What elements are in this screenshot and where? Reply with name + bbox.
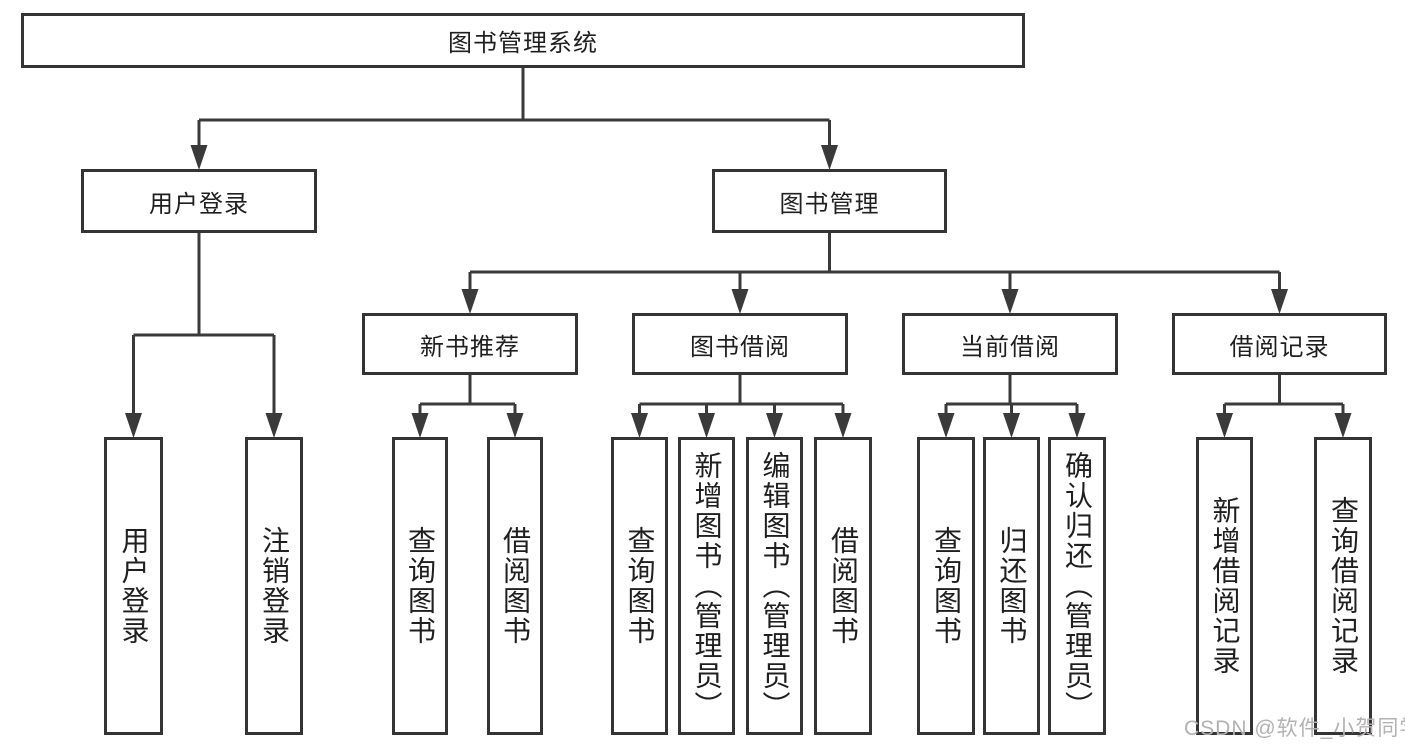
node-leaf-nbr-query: 查询图书	[392, 437, 448, 735]
connector-new-book-rec	[418, 373, 517, 416]
node-label-leaf-bb-edit: 编辑图书（管理员）	[759, 451, 791, 721]
node-label-leaf-bb-borrow: 借阅图书	[828, 526, 859, 646]
node-leaf-cb-return: 归还图书	[983, 437, 1040, 735]
node-label-leaf-cb-return: 归还图书	[996, 526, 1028, 646]
arrowhead-leaf-bb-query	[631, 413, 648, 438]
arrowhead-current-borrow	[1001, 289, 1019, 314]
arrowhead-leaf-bb-edit	[766, 413, 783, 438]
node-label-new-book-rec: 新书推荐	[420, 333, 520, 361]
arrowhead-leaf-cb-query	[937, 413, 955, 438]
node-user-login: 用户登录	[81, 169, 317, 233]
arrowhead-leaf-bb-add	[698, 413, 715, 438]
node-leaf-nbr-borrow: 借阅图书	[487, 437, 543, 735]
arrowhead-new-book-rec	[461, 289, 479, 314]
node-label-leaf-nbr-borrow: 借阅图书	[500, 526, 531, 646]
node-leaf-bb-edit: 编辑图书（管理员）	[746, 437, 803, 735]
connector-book-borrow	[638, 373, 845, 416]
node-leaf-bb-query: 查询图书	[611, 437, 668, 735]
node-label-leaf-cb-query: 查询图书	[931, 526, 962, 646]
node-new-book-rec: 新书推荐	[362, 313, 578, 375]
connector-current-borrow	[944, 373, 1079, 416]
arrowhead-leaf-cb-return	[1003, 413, 1020, 438]
node-leaf-logout: 注销登录	[245, 437, 303, 735]
node-leaf-cb-query: 查询图书	[917, 437, 975, 735]
node-leaf-bb-add: 新增图书（管理员）	[678, 437, 735, 735]
arrowhead-leaf-logout	[265, 413, 283, 438]
arrowhead-user-login	[190, 145, 208, 170]
node-label-current-borrow: 当前借阅	[960, 333, 1060, 361]
node-label-book-mgmt: 图书管理	[779, 190, 880, 218]
arrowhead-book-mgmt	[821, 145, 838, 170]
node-book-mgmt: 图书管理	[712, 169, 947, 233]
node-label-user-login: 用户登录	[149, 190, 249, 218]
arrowhead-leaf-user-login	[125, 413, 142, 438]
connector-borrow-record	[1223, 373, 1345, 416]
node-label-leaf-bb-query: 查询图书	[624, 526, 656, 646]
arrowhead-leaf-bb-borrow	[834, 413, 852, 438]
node-label-leaf-br-query: 查询借阅记录	[1328, 496, 1359, 676]
node-label-leaf-cb-confirm: 确认归还（管理员）	[1062, 451, 1093, 721]
node-label-leaf-nbr-query: 查询图书	[405, 526, 436, 646]
node-root: 图书管理系统	[21, 13, 1025, 68]
node-label-leaf-bb-add: 新增图书（管理员）	[691, 451, 723, 721]
node-label-root: 图书管理系统	[448, 30, 598, 57]
node-label-book-borrow: 图书借阅	[690, 333, 790, 361]
watermark: CSDN @软件_小贺同学	[1184, 717, 1405, 740]
arrowhead-book-borrow	[731, 289, 749, 314]
arrowhead-leaf-br-add	[1216, 413, 1233, 438]
node-label-leaf-logout: 注销登录	[259, 526, 290, 646]
connector-book-mgmt	[468, 231, 1281, 292]
arrowhead-leaf-nbr-borrow	[506, 413, 524, 438]
arrowhead-borrow-record	[1271, 289, 1288, 314]
arrowhead-leaf-br-query	[1334, 413, 1352, 438]
node-book-borrow: 图书借阅	[632, 313, 848, 375]
connector-user-login	[132, 231, 276, 416]
node-leaf-br-query: 查询借阅记录	[1314, 437, 1372, 735]
node-borrow-record: 借阅记录	[1172, 313, 1387, 375]
node-label-leaf-br-add: 新增借阅记录	[1209, 496, 1241, 676]
node-label-leaf-user-login: 用户登录	[118, 526, 150, 646]
node-current-borrow: 当前借阅	[902, 313, 1118, 375]
node-label-borrow-record: 借阅记录	[1229, 333, 1330, 361]
node-leaf-cb-confirm: 确认归还（管理员）	[1048, 437, 1106, 735]
node-leaf-br-add: 新增借阅记录	[1196, 437, 1253, 735]
arrowhead-leaf-cb-confirm	[1068, 413, 1086, 438]
node-leaf-bb-borrow: 借阅图书	[814, 437, 872, 735]
arrowhead-leaf-nbr-query	[411, 413, 429, 438]
connector-root	[197, 66, 831, 148]
node-leaf-user-login: 用户登录	[104, 437, 163, 735]
